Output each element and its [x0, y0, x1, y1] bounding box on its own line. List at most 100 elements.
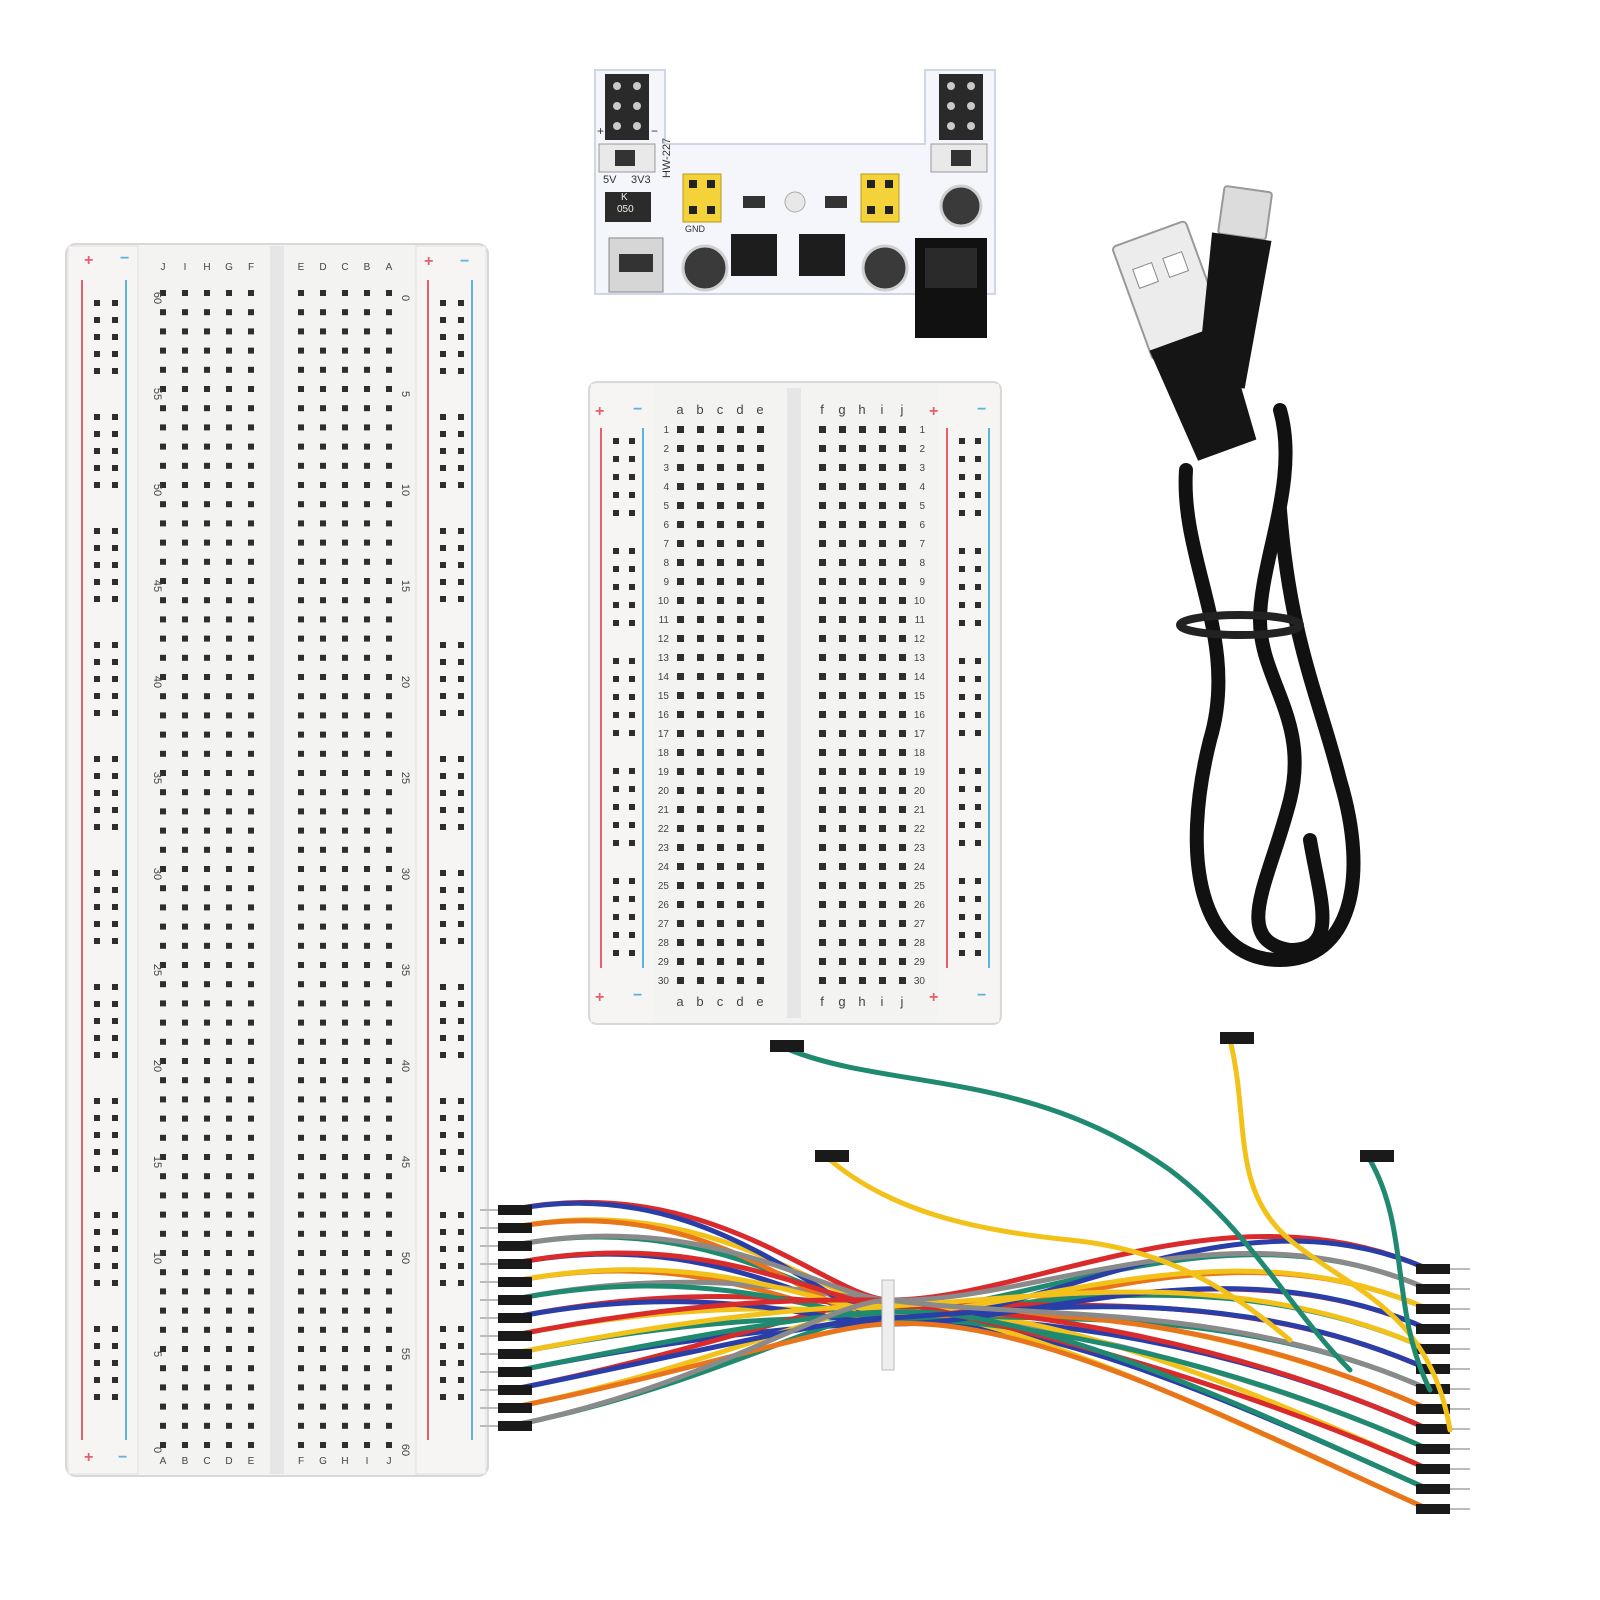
full-breadboard-column-number: 20: [151, 1060, 163, 1072]
jumper-pin-housing: [498, 1259, 532, 1269]
jumper-pin-housing: [1360, 1150, 1394, 1162]
half-breadboard-row-number: 17: [914, 729, 926, 740]
half-breadboard-row-number: 20: [658, 786, 670, 797]
full-breadboard-column-number: 45: [399, 1156, 411, 1168]
half-breadboard-row-number: 19: [658, 767, 670, 778]
half-breadboard-row-number: 26: [658, 900, 670, 911]
full-breadboard-row-letter: C: [341, 262, 348, 273]
full-breadboard-column-number: 5: [151, 1351, 163, 1357]
half-breadboard-rail-plus: +: [595, 403, 604, 420]
half-breadboard-row-number: 28: [658, 938, 670, 949]
half-breadboard-column-letter: h: [858, 994, 865, 1009]
half-breadboard-row-number: 4: [663, 482, 669, 493]
half-breadboard-row-number: 13: [914, 653, 926, 664]
half-breadboard-column-letter: c: [717, 994, 724, 1009]
jumper-pin-housing: [498, 1241, 532, 1251]
full-breadboard-column-number: 20: [399, 676, 411, 688]
half-breadboard-rail-plus-right: +: [929, 403, 938, 420]
full-breadboard-row-letter: F: [248, 262, 254, 273]
full-breadboard-row-letter: D: [225, 1456, 232, 1467]
power-module-5v-label: 5V: [603, 174, 617, 186]
half-breadboard-rail-minus-bottom: −: [633, 987, 642, 1004]
half-breadboard-row-number: 29: [914, 957, 926, 968]
half-breadboard-row-number: 7: [663, 539, 669, 550]
full-breadboard-column-number: 50: [151, 484, 163, 496]
jumper-pin-housing: [1416, 1484, 1450, 1494]
full-breadboard-column-number: 30: [151, 868, 163, 880]
jumper-pin-housing: [1416, 1344, 1450, 1354]
half-breadboard-column-letter: h: [858, 402, 865, 417]
half-breadboard-rail-minus: −: [633, 401, 642, 418]
half-breadboard-row-number: 11: [915, 615, 926, 626]
half-breadboard-row-number: 17: [658, 729, 670, 740]
jumper-pin-housing: [1220, 1032, 1254, 1044]
full-breadboard-column-number: 30: [399, 868, 411, 880]
half-breadboard-row-number: 25: [658, 881, 670, 892]
power-module-minus-label: −: [651, 124, 659, 138]
jumper-pin-housing: [498, 1205, 532, 1215]
full-breadboard-row-letter: D: [319, 262, 326, 273]
half-breadboard-row-number: 29: [658, 957, 670, 968]
power-supply-module: HW-227 5V 3V3 + − K 050 GND: [575, 62, 1015, 352]
half-breadboard-row-number: 10: [658, 596, 670, 607]
full-breadboard-row-letter: I: [366, 1456, 369, 1467]
full-breadboard-row-letter: E: [298, 262, 305, 273]
full-breadboard-rail-minus-bottom: −: [118, 1449, 127, 1466]
half-breadboard-row-number: 24: [658, 862, 670, 873]
half-breadboard-row-number: 23: [658, 843, 670, 854]
half-breadboard-column-letter: j: [900, 402, 904, 417]
full-breadboard-row-letter: H: [341, 1456, 348, 1467]
half-breadboard-column-letter: e: [756, 402, 763, 417]
half-breadboard-row-number: 22: [914, 824, 926, 835]
half-breadboard-row-number: 13: [658, 653, 670, 664]
half-breadboard-rail-minus-right: −: [977, 401, 986, 418]
half-breadboard-row-number: 16: [914, 710, 926, 721]
jumper-pin-housing: [498, 1223, 532, 1233]
half-breadboard-column-letter: f: [820, 402, 824, 417]
jumper-wire: [507, 1320, 1433, 1513]
full-breadboard-column-number: 50: [399, 1252, 411, 1264]
jumper-wire: [787, 1047, 1353, 1373]
half-breadboard-row-number: 9: [919, 577, 925, 588]
half-breadboard-row-number: 4: [919, 482, 925, 493]
full-breadboard-row-letter: A: [160, 1456, 167, 1467]
full-breadboard-column-number: 35: [399, 964, 411, 976]
full-breadboard-column-number: 35: [151, 772, 163, 784]
full-breadboard-rail-minus-right: −: [460, 253, 469, 270]
full-breadboard-row-letter: A: [386, 262, 393, 273]
jumper-wire: [827, 1157, 1293, 1343]
half-breadboard-column-letter: g: [838, 402, 845, 417]
half-breadboard-row-number: 8: [919, 558, 925, 569]
half-breadboard-column-letter: c: [717, 402, 724, 417]
half-breadboard-row-number: 12: [658, 634, 670, 645]
full-breadboard-row-letter: J: [161, 262, 166, 273]
power-module-3v3-label: 3V3: [631, 174, 651, 186]
half-breadboard-row-number: 1: [663, 425, 669, 436]
cable-tie: [881, 1279, 895, 1371]
half-breadboard-row-number: 21: [914, 805, 926, 816]
full-breadboard-column-number: 0: [399, 295, 411, 301]
jumper-pin-housing: [498, 1277, 532, 1287]
half-breadboard-row-number: 15: [914, 691, 926, 702]
half-breadboard-row-number: 7: [919, 539, 925, 550]
half-breadboard-rail-minus-right-bottom: −: [977, 987, 986, 1004]
full-breadboard-row-letter: B: [364, 262, 371, 273]
half-breadboard-row-number: 24: [914, 862, 926, 873]
full-breadboard-column-number: 45: [151, 580, 163, 592]
power-module-icon: [594, 69, 996, 338]
half-breadboard-row-number: 21: [658, 805, 670, 816]
usb-cable-icon: [1112, 185, 1361, 968]
jumper-pin-housing: [498, 1295, 532, 1305]
half-breadboard-row-number: 5: [663, 501, 669, 512]
full-breadboard-column-number: 5: [399, 391, 411, 397]
half-breadboard-row-number: 23: [914, 843, 926, 854]
half-breadboard-row-number: 3: [663, 463, 669, 474]
jumper-pin-housing: [1416, 1424, 1450, 1434]
power-module-k-label: K: [621, 192, 628, 203]
full-breadboard-column-number: 0: [151, 1447, 163, 1453]
jumper-pin-housing: [1416, 1404, 1450, 1414]
half-breadboard-row-number: 14: [658, 672, 670, 683]
full-breadboard-row-letter: F: [298, 1456, 304, 1467]
jumper-pin-housing: [1416, 1264, 1450, 1274]
